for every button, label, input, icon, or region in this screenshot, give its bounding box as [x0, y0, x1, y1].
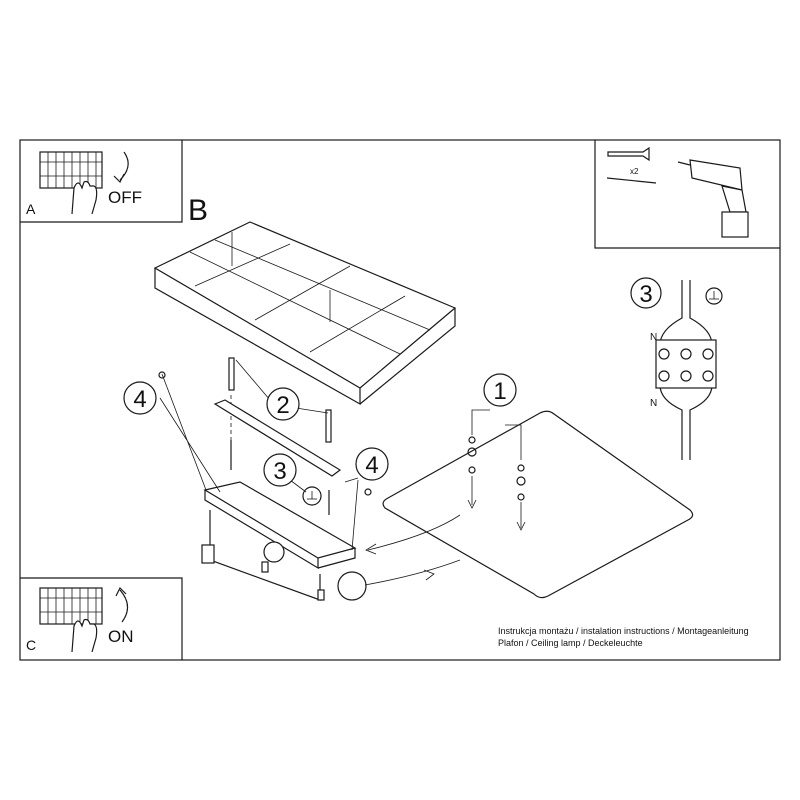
callout-3: 3: [263, 453, 307, 493]
arrow-down-icon: [113, 151, 129, 184]
panel-c-power-on: C ON: [20, 577, 183, 660]
callout-4-right: 4: [344, 447, 389, 551]
wiring-step-number: 3: [639, 281, 652, 308]
callout-1: 1: [471, 373, 522, 460]
mounting-bracket: [213, 399, 342, 477]
panel-a-letter: A: [26, 201, 36, 217]
neutral-label-bottom: N: [650, 398, 657, 409]
quantity-label: x2: [630, 167, 639, 176]
breaker-box-icon: [39, 587, 103, 625]
panel-b-letter: B: [188, 194, 208, 227]
callout-2: 2: [235, 359, 329, 421]
lamp-body: [201, 481, 367, 601]
breaker-box-icon: [39, 151, 103, 189]
bulb-icon: [263, 541, 285, 563]
svg-text:2: 2: [276, 392, 289, 419]
neutral-label-top: N: [650, 332, 657, 343]
bulb-icon: [337, 571, 367, 601]
callout-4-left: 4: [123, 371, 221, 493]
panel-a-action: OFF: [108, 188, 142, 207]
footer-subtitle: Plafon / Ceiling lamp / Deckeleuchte: [498, 638, 643, 648]
drill-icon: [677, 159, 749, 238]
hand-icon: [71, 618, 98, 653]
svg-text:4: 4: [133, 386, 146, 413]
footer-title: Instrukcja montażu / instalation instruc…: [498, 626, 749, 636]
svg-text:4: 4: [365, 452, 378, 479]
panel-a-power-off: A OFF: [20, 140, 183, 223]
svg-text:1: 1: [493, 378, 506, 405]
wiring-diagram: N N 3: [630, 277, 723, 460]
main-frame: [19, 139, 781, 661]
wall-plug-icon: [607, 146, 650, 162]
cover-plate: [364, 410, 694, 599]
panel-c-letter: C: [26, 637, 36, 653]
screw-icon: [606, 177, 657, 184]
arrow-up-icon: [115, 586, 129, 623]
hand-icon: [71, 180, 98, 215]
panel-c-action: ON: [108, 627, 134, 646]
svg-text:3: 3: [273, 458, 286, 485]
tools-panel: x2: [594, 140, 780, 249]
ceiling-block: [153, 221, 457, 406]
wall-plugs: [228, 357, 332, 515]
